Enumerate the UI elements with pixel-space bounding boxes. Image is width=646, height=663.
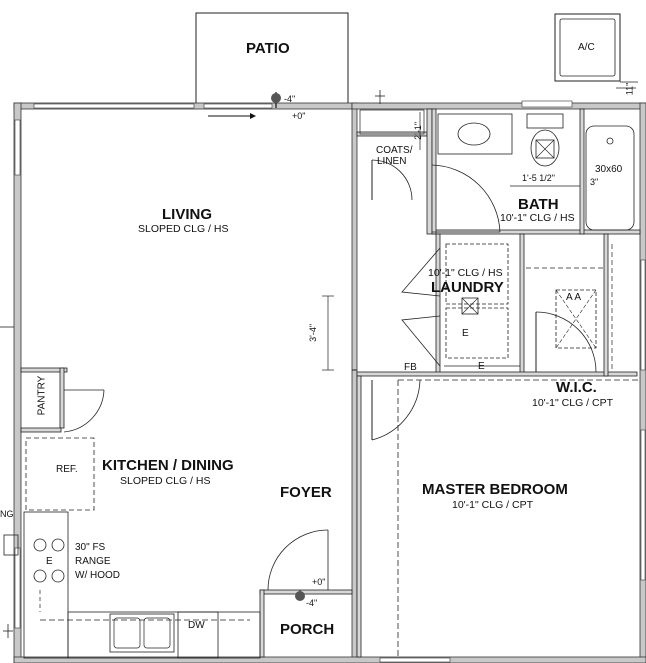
porch-door-plus: +0" [312, 577, 326, 587]
ng-label: NG [0, 509, 14, 519]
wall-dim: 3'-4" [308, 323, 319, 342]
bathtub [585, 125, 635, 231]
wic-ceiling: 10'-1" CLG / CPT [532, 397, 614, 409]
patio-slab [195, 12, 349, 106]
fb-label: FB [404, 362, 417, 373]
coats-label-1: COATS/ [376, 145, 413, 156]
living-label: LIVING [162, 206, 213, 223]
dishwasher [177, 611, 219, 659]
dryer [445, 243, 509, 305]
aa-label: A A [566, 292, 582, 303]
bath-vanity [437, 113, 513, 155]
coats-label-2: LINEN [377, 156, 407, 167]
laundry-ceiling: 10'-1" CLG / HS [428, 267, 503, 279]
ac-dim: 11" [624, 82, 635, 96]
wic-label: W.I.C. [556, 379, 597, 396]
patio-door-plus: +0" [292, 111, 306, 121]
attic-access [555, 289, 597, 349]
laundry-label: LAUNDRY [431, 279, 504, 296]
patio-door-knob [271, 93, 281, 103]
tub-label: 30x60 [595, 164, 623, 175]
range-burners [33, 538, 65, 583]
range-line-1: 30" FS [75, 542, 106, 553]
porch-door-knob [295, 591, 305, 601]
ref-label: REF. [56, 464, 78, 475]
bath-ceiling: 10'-1" CLG / HS [500, 212, 575, 224]
master-label: MASTER BEDROOM [422, 481, 568, 498]
dryer-e: E [478, 361, 485, 372]
kitchen-ceiling: SLOPED CLG / HS [120, 475, 211, 487]
range-e: E [46, 556, 53, 567]
kitchen-label: KITCHEN / DINING [102, 457, 234, 474]
coats-width: 2'-1" [413, 121, 424, 140]
kitchen-sink [109, 613, 175, 653]
toilet-bowl [530, 129, 560, 167]
ac-unit [554, 13, 621, 82]
living-ceiling: SLOPED CLG / HS [138, 223, 229, 235]
washer [445, 307, 509, 359]
toilet-tank [526, 113, 564, 129]
patio-label: PATIO [246, 40, 290, 57]
bath-dim-2: 3" [590, 177, 599, 187]
washer-e: E [462, 328, 469, 339]
porch-door-minus: -4" [306, 598, 318, 608]
pantry-label: PANTRY [36, 375, 48, 416]
porch-label: PORCH [280, 621, 335, 638]
interior-walls [20, 108, 641, 658]
ac-label: A/C [578, 42, 595, 53]
master-ceiling: 10'-1" CLG / CPT [452, 499, 534, 511]
dw-label: DW [188, 620, 205, 631]
patio-door-minus: -4" [284, 94, 296, 104]
range-line-3: W/ HOOD [75, 570, 120, 581]
bath-label: BATH [518, 196, 559, 213]
range-line-2: RANGE [75, 556, 111, 567]
bath-sink [457, 122, 491, 146]
refrigerator [25, 437, 95, 511]
foyer-label: FOYER [280, 484, 332, 501]
bath-dim-1: 1'-5 1/2" [522, 173, 555, 183]
